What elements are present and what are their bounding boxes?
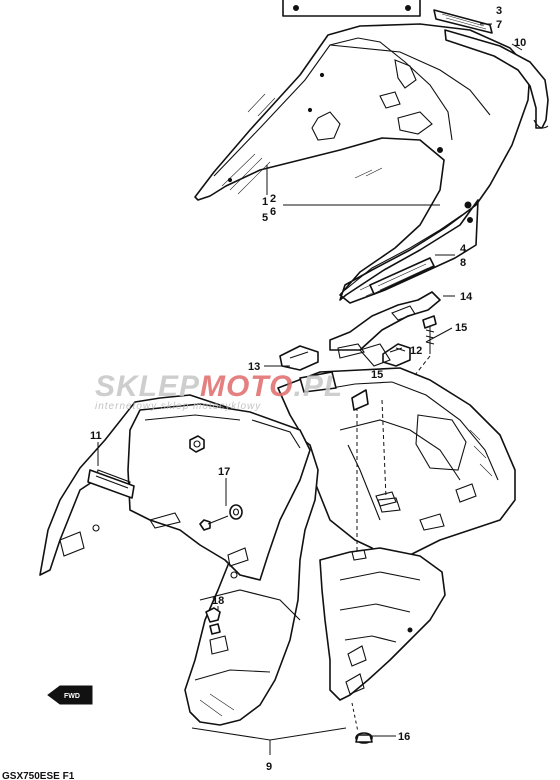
forward-label: FWD bbox=[64, 693, 80, 700]
callout-6: 6 bbox=[270, 206, 276, 218]
callout-10: 10 bbox=[514, 37, 526, 49]
side-emblem bbox=[369, 257, 435, 295]
callout-3: 3 bbox=[496, 5, 502, 17]
grommet-11 bbox=[87, 469, 135, 499]
seal-rubber bbox=[444, 29, 549, 129]
callout-15a: 15 bbox=[455, 322, 467, 334]
callout-11: 11 bbox=[90, 430, 102, 442]
bolt-15-upper bbox=[422, 315, 437, 354]
callout-16: 16 bbox=[398, 731, 410, 743]
drawing-code: GSX750ESE F1 bbox=[2, 771, 75, 780]
callout-14: 14 bbox=[460, 291, 473, 303]
watermark-brand-moto: MOTO bbox=[200, 370, 293, 403]
callout-7: 7 bbox=[496, 19, 502, 31]
callout-8: 8 bbox=[460, 257, 466, 269]
watermark-brand-pl: PL bbox=[303, 370, 343, 403]
svg-text:SKLEPMOTO.PL: SKLEPMOTO.PL bbox=[95, 370, 343, 403]
bolt-16 bbox=[351, 702, 373, 744]
forward-arrow-icon bbox=[47, 685, 93, 705]
watermark-tagline: internetowy sklep motocyklowy bbox=[95, 401, 261, 412]
watermark-logo: SKLEPMOTO.PL internetowy sklep motocyklo… bbox=[95, 370, 343, 412]
callout-12: 12 bbox=[410, 345, 422, 357]
callout-2: 2 bbox=[270, 193, 276, 205]
callout-9: 9 bbox=[266, 761, 272, 773]
assembly-lines bbox=[299, 355, 431, 561]
callout-1: 1 bbox=[262, 196, 268, 208]
callout-numbers: 3 7 10 1 5 2 6 4 8 14 15 12 13 15 11 17 … bbox=[90, 5, 526, 773]
bracket-14 bbox=[329, 291, 441, 359]
screw-17 bbox=[189, 435, 243, 531]
callout-18: 18 bbox=[212, 595, 224, 607]
leader-lines bbox=[97, 23, 523, 755]
emblem-plate bbox=[282, 0, 421, 17]
frame-cover-9 bbox=[39, 394, 319, 726]
callout-5: 5 bbox=[262, 212, 268, 224]
screw-18 bbox=[205, 607, 221, 635]
forward-marker: FWD bbox=[47, 685, 93, 705]
watermark-brand-sklep: SKLEP bbox=[95, 370, 200, 403]
mudguard-extension bbox=[319, 547, 446, 701]
emblem-strip bbox=[433, 9, 493, 34]
callout-4: 4 bbox=[460, 243, 467, 255]
seat-tail-cover bbox=[194, 23, 531, 304]
callout-17: 17 bbox=[218, 466, 230, 478]
callout-13: 13 bbox=[248, 361, 260, 373]
callout-15b: 15 bbox=[371, 369, 383, 381]
